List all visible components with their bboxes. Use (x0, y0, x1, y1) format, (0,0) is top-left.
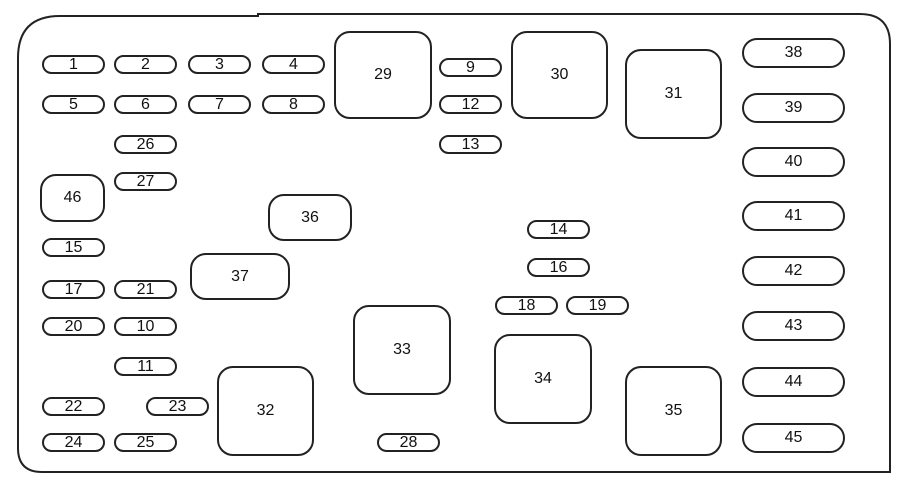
fuse-26: 26 (114, 135, 177, 154)
fuse-19: 19 (566, 296, 629, 315)
fuse-28: 28 (377, 433, 440, 452)
fuse-27: 27 (114, 172, 177, 191)
fuse-9: 9 (439, 58, 502, 77)
fuse-4: 4 (262, 55, 325, 74)
fuse-16: 16 (527, 258, 590, 277)
fuse-15: 15 (42, 238, 105, 257)
relay-29: 29 (334, 31, 432, 119)
fuse-3: 3 (188, 55, 251, 74)
fuse-10: 10 (114, 317, 177, 336)
relay-32: 32 (217, 366, 314, 456)
fuse-21: 21 (114, 280, 177, 299)
large-fuse-43: 43 (742, 311, 845, 341)
fuse-1: 1 (42, 55, 105, 74)
fuse-7: 7 (188, 95, 251, 114)
fuse-25: 25 (114, 433, 177, 452)
fuse-14: 14 (527, 220, 590, 239)
relay-34: 34 (494, 334, 592, 424)
relay-36: 36 (268, 194, 352, 241)
fuse-11: 11 (114, 357, 177, 376)
relay-37: 37 (190, 253, 290, 300)
relay-46: 46 (40, 174, 105, 222)
large-fuse-44: 44 (742, 367, 845, 397)
fuse-17: 17 (42, 280, 105, 299)
fuse-12: 12 (439, 95, 502, 114)
large-fuse-39: 39 (742, 93, 845, 123)
fuse-22: 22 (42, 397, 105, 416)
fuse-5: 5 (42, 95, 105, 114)
relay-33: 33 (353, 305, 451, 395)
relay-35: 35 (625, 366, 722, 456)
fuse-20: 20 (42, 317, 105, 336)
large-fuse-42: 42 (742, 256, 845, 286)
fuse-23: 23 (146, 397, 209, 416)
large-fuse-38: 38 (742, 38, 845, 68)
fuse-8: 8 (262, 95, 325, 114)
fuse-6: 6 (114, 95, 177, 114)
relay-30: 30 (511, 31, 608, 119)
fuse-13: 13 (439, 135, 502, 154)
large-fuse-45: 45 (742, 423, 845, 453)
fuse-18: 18 (495, 296, 558, 315)
fuse-24: 24 (42, 433, 105, 452)
fuse-2: 2 (114, 55, 177, 74)
large-fuse-41: 41 (742, 201, 845, 231)
large-fuse-40: 40 (742, 147, 845, 177)
relay-31: 31 (625, 49, 722, 139)
